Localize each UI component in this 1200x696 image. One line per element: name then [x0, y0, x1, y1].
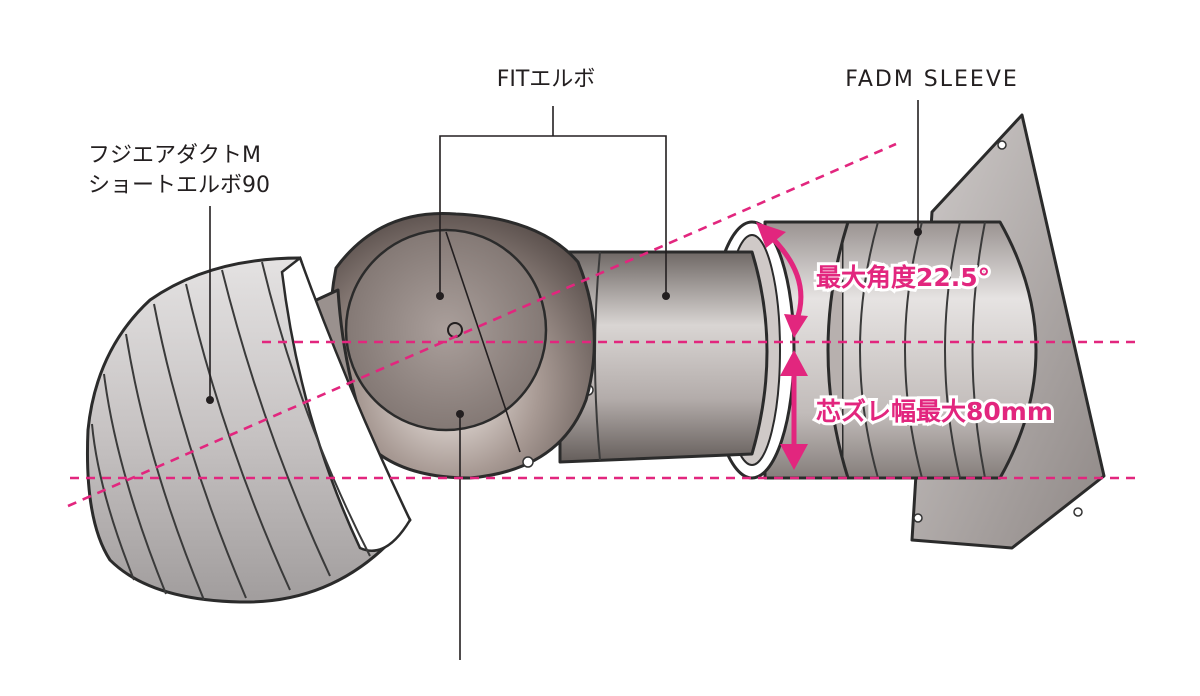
leader-dot — [206, 396, 214, 404]
fit-elbow-label: FITエルボ — [497, 67, 596, 92]
ball-rivet — [522, 456, 534, 468]
duct-label-line1: フジエアダクトM — [88, 143, 261, 168]
angle-arrow — [756, 222, 808, 338]
plate-screw-hole — [913, 513, 923, 523]
leader-lines — [206, 100, 922, 660]
fadm-sleeve-label: FADM SLEEVE — [845, 67, 1019, 92]
duct-label-line2: ショートエルボ90 — [88, 173, 270, 198]
reference-lines — [67, 142, 1140, 508]
leader-dot — [662, 292, 670, 300]
ball-face — [344, 228, 548, 432]
leader-dot — [436, 292, 444, 300]
fadm-sleeve-body — [819, 220, 1038, 480]
flexible-duct-elbow — [86, 255, 412, 604]
leader-dot — [914, 228, 922, 236]
offset-arrow — [780, 350, 808, 470]
max-angle-annotation: 最大角度22.5° — [816, 263, 990, 292]
angled-axis-line — [67, 142, 897, 508]
plate-screw-hole — [1073, 507, 1083, 517]
leader-dot — [456, 410, 464, 418]
fit-elbow-axis-line — [445, 231, 521, 453]
max-offset-annotation: 芯ズレ幅最大80mm — [816, 397, 1053, 426]
plate-screw-hole — [997, 140, 1007, 150]
